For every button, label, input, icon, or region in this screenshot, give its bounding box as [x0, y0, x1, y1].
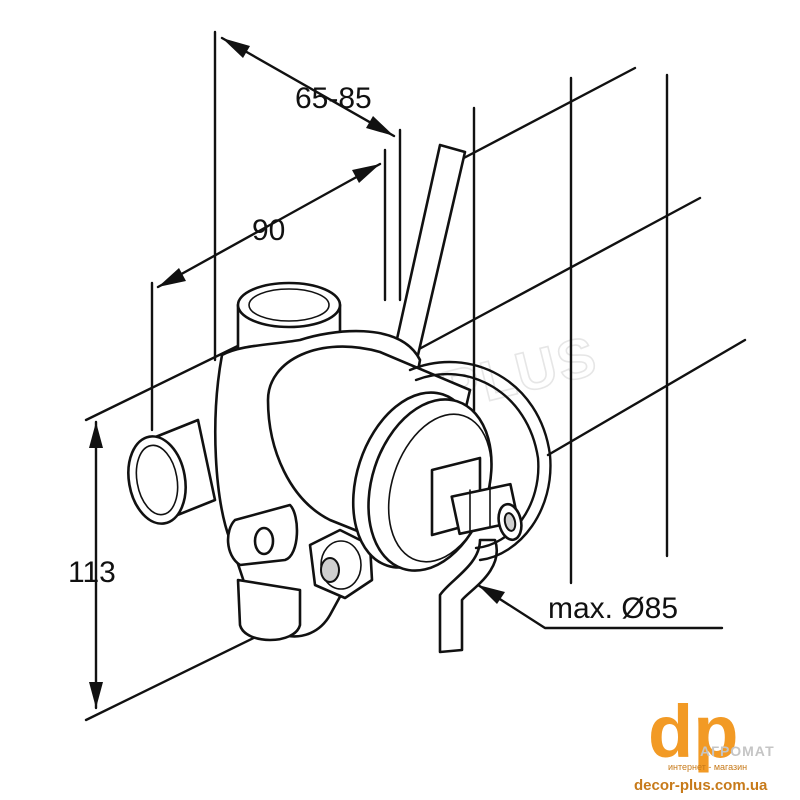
- valve-body: [127, 143, 552, 654]
- dimension-height-label: 113: [68, 556, 116, 589]
- arrowhead: [158, 268, 186, 287]
- logo-site: decor-plus.com.ua: [634, 777, 768, 794]
- dimension-depth-label: 65-85: [295, 82, 372, 115]
- arrowhead: [89, 422, 103, 448]
- dimension-lines: [84, 30, 724, 722]
- dimension-width-label: 90: [252, 214, 285, 247]
- logo-brand: АГРОМАТ: [700, 743, 775, 759]
- arrowhead: [89, 682, 103, 708]
- arrowhead: [352, 164, 380, 183]
- logo: dp АГРОМАТ интернет - магазин decor-plus…: [634, 690, 775, 794]
- arrowhead: [478, 585, 505, 604]
- arrowhead: [222, 38, 250, 58]
- dimension-diameter-label: max. Ø85: [548, 592, 678, 625]
- wall-lines: [406, 66, 747, 585]
- logo-tagline: интернет - магазин: [668, 762, 747, 772]
- logo-letters: dp: [648, 690, 738, 773]
- arrowhead: [366, 116, 394, 136]
